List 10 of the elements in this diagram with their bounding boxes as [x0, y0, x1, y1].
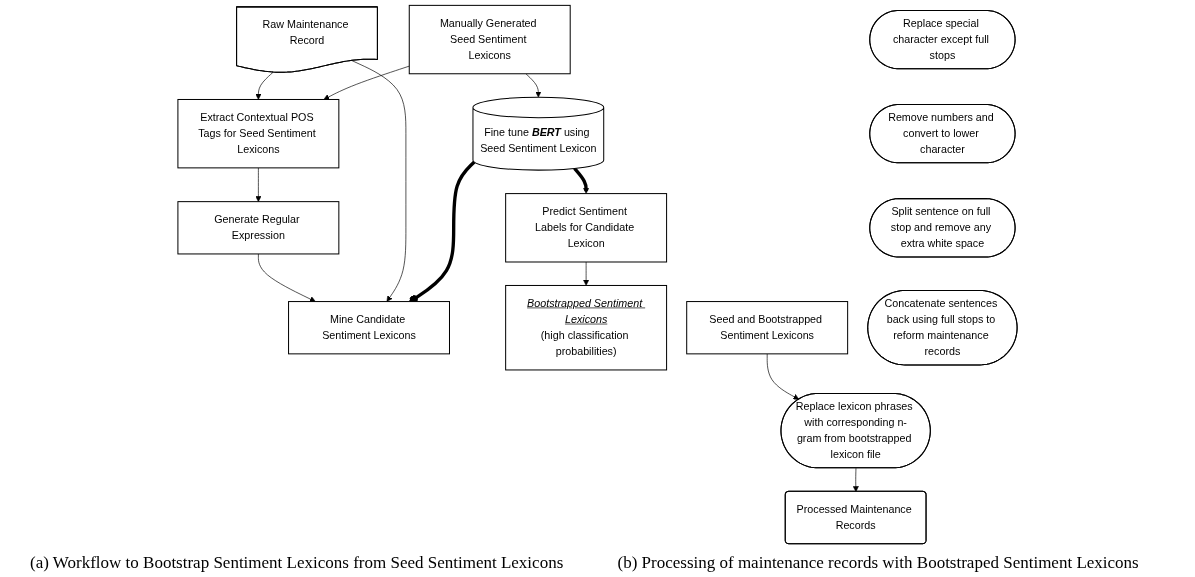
node-box: Extract Contextual POS Tags for Seed Sentiment Lexicons	[177, 98, 340, 169]
node-box: Predict Sentiment Labels for Candidate Lexicon	[505, 193, 668, 263]
arrow	[573, 167, 590, 194]
figure-caption: (b) Processing of maintenance records with Bootstraped Sentiment Lexicons	[617, 553, 1140, 573]
node-box: Manually Generated Seed Sentiment Lexicons	[408, 4, 571, 75]
figure-caption: (a) Workflow to Bootstrap Sentiment Lexicons from Seed Sentiment Lexicons	[30, 553, 565, 573]
node-box: Seed and Bootstrapped Sentiment Lexicons	[686, 301, 849, 355]
node-box: Mine Candidate Sentiment Lexicons	[288, 301, 450, 355]
node-box: Generate Regular Expression	[177, 201, 340, 255]
node-box: Bootstrapped Sentiment Lexicons (high classification probabilities)	[505, 284, 668, 371]
